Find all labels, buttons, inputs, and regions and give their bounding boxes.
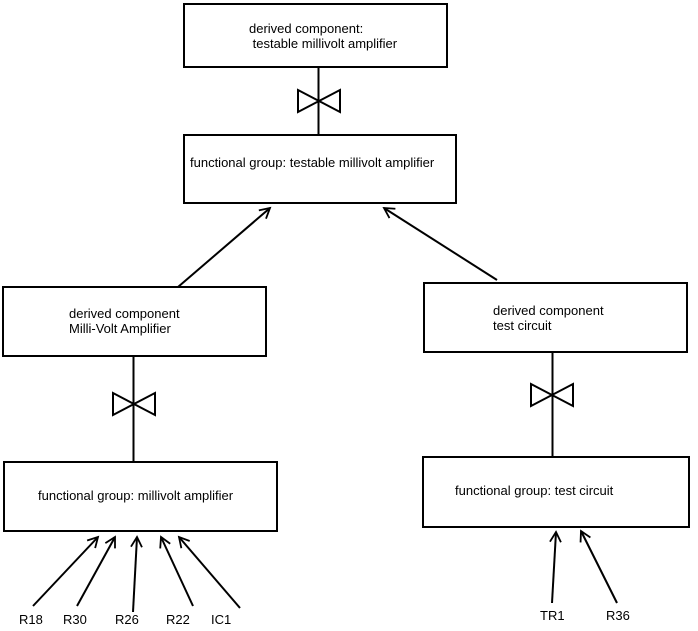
arrow-r18 [32, 535, 100, 607]
composition-connector-right [530, 352, 574, 456]
component-label-r18: R18 [19, 612, 43, 627]
box-functional-group-testable-millivolt-amplifier: functional group: testable millivolt amp… [183, 134, 457, 204]
composition-connector-left [112, 357, 156, 461]
composition-connector-top [297, 68, 341, 134]
arrow-r22 [159, 535, 194, 607]
component-label-tr1: TR1 [540, 608, 565, 623]
bowtie-icon-left [112, 391, 156, 417]
bowtie-icon-right [530, 382, 574, 408]
component-arrows-left [32, 535, 241, 613]
box-label: derived component Milli-Volt Amplifier [69, 306, 180, 336]
component-label-r22: R22 [166, 612, 190, 627]
component-label-ic1: IC1 [211, 612, 232, 627]
box-derived-testable-millivolt-amplifier: derived component: testable millivolt am… [183, 3, 448, 68]
specialization-arrow-right [382, 206, 498, 281]
arrow-r26 [130, 535, 143, 613]
component-label-r36: R36 [606, 608, 630, 623]
box-label: derived component test circuit [493, 303, 604, 333]
bowtie-icon-top [297, 88, 341, 114]
component-label-r26: R26 [115, 612, 139, 627]
box-label: functional group: test circuit [455, 483, 614, 498]
box-label: derived component: testable millivolt am… [249, 21, 398, 51]
arrow-r30 [76, 535, 116, 607]
component-arrows-right [549, 529, 618, 604]
component-label-r30: R30 [63, 612, 87, 627]
box-functional-group-millivolt-amplifier: functional group: millivolt amplifier [3, 461, 278, 532]
box-label: functional group: millivolt amplifier [38, 488, 234, 503]
box-derived-milli-volt-amplifier: derived component Milli-Volt Amplifier [2, 286, 267, 357]
box-label: functional group: testable millivolt amp… [190, 155, 435, 170]
specialization-arrow-left [177, 206, 272, 288]
arrow-ic1 [177, 535, 241, 609]
box-derived-test-circuit: derived component test circuit [423, 282, 688, 353]
arrow-tr1 [549, 530, 562, 604]
box-functional-group-test-circuit: functional group: test circuit [422, 456, 690, 528]
arrow-r36 [579, 529, 618, 604]
